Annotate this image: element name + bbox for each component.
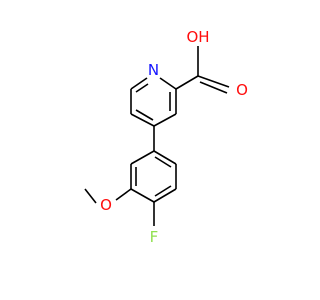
structure-canvas: N OH O O F xyxy=(84,28,248,246)
bond-b3-b4-inner xyxy=(154,185,172,197)
pyridine-ring xyxy=(130,77,177,127)
bond-c4-c5 xyxy=(130,113,155,127)
nitrogen-label: N xyxy=(148,61,159,79)
bond-ring-methoxy-o xyxy=(115,188,132,201)
bond-c4-c5-inner xyxy=(135,109,154,121)
carboxylic-acid-group xyxy=(175,46,230,94)
bond-c2-carboxyl xyxy=(175,75,199,90)
fluorine-label: F xyxy=(150,228,159,246)
bond-b6-b1 xyxy=(130,150,155,165)
bond-b3-b4 xyxy=(153,188,177,203)
bond-b1-b2-inner xyxy=(154,156,172,168)
bond-c6-n xyxy=(130,77,148,90)
bond-b4-b5 xyxy=(130,188,155,203)
methoxy-oxygen-label: O xyxy=(100,196,112,214)
chemical-structure: N OH O O F xyxy=(84,28,248,246)
carbonyl-oxygen-label: O xyxy=(236,81,248,99)
benzene-ring xyxy=(130,150,177,203)
bond-c3-c4 xyxy=(153,113,177,127)
bond-n-c2 xyxy=(159,77,177,90)
bond-methoxy-o-ch3 xyxy=(84,188,97,204)
methoxy-group xyxy=(84,188,132,204)
bond-carbonyl-a xyxy=(197,75,230,88)
hydroxyl-label: OH xyxy=(186,28,209,46)
bond-b1-b2 xyxy=(153,150,177,165)
bond-c6-n-inner xyxy=(135,83,149,93)
bond-carbonyl-b xyxy=(199,81,228,94)
